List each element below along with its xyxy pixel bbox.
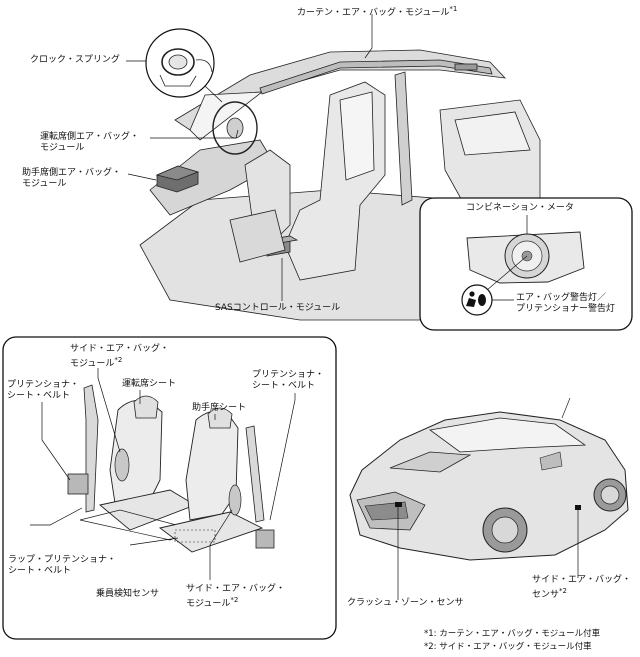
warning-light-line2: プリテンショナー警告灯 [516,304,616,314]
combination-meter-inset [419,197,633,331]
footnote-1-text: *1: カーテン・エア・バッグ・モジュール付車 [424,629,601,639]
occupant-sensor-text: 乗員検知センサ [96,589,160,599]
seats-inset [2,336,337,640]
footnote-2: *2: サイド・エア・バッグ・モジュール付車 [424,642,592,653]
side-airbag-top-line1: サイド・エア・バッグ・ [70,344,170,354]
curtain-airbag-label: カーテン・エア・バッグ・モジュール*1 [297,4,457,19]
side-sensor-label: サイド・エア・バッグ・ センサ*2 [532,575,631,601]
passenger-airbag-line2: モジュール [22,179,67,189]
side-sensor-line2: センサ [532,590,560,600]
side-airbag-bottom-mark: *2 [230,596,239,604]
side-airbag-top-mark: *2 [114,356,123,364]
warning-light-line1: エア・バッグ警告灯／ [516,293,607,303]
curtain-airbag-mark: *1 [449,5,458,13]
side-airbag-bottom-line2: モジュール [186,599,231,609]
clock-spring-inset [145,28,223,103]
sas-module-label: SASコントロール・モジュール [215,303,340,314]
driver-seat-label: 運転席シート [122,379,176,390]
pretensioner-right-line1: プリテンショナ・ [252,370,325,380]
passenger-seat-text: 助手席シート [192,403,247,413]
top-leader-lines [126,14,373,301]
pretensioner-left-line2: シート・ベルト [7,391,71,401]
exterior-car-illustration [349,397,629,600]
side-airbag-top-label: サイド・エア・バッグ・ モジュール*2 [70,344,169,370]
passenger-seat-label: 助手席シート [192,403,246,414]
driver-seat-text: 運転席シート [122,379,177,389]
pretensioner-left-line1: プリテンショナ・ [7,380,80,390]
pretensioner-left-label: プリテンショナ・ シート・ベルト [7,380,79,402]
warning-light-label: エア・バッグ警告灯／ プリテンショナー警告灯 [516,293,615,315]
side-airbag-bottom-label: サイド・エア・バッグ・ モジュール*2 [186,584,285,610]
pretensioner-right-label: プリテンショナ・ シート・ベルト [252,370,324,392]
passenger-airbag-label: 助手席側エア・バッグ・ モジュール [22,168,121,190]
driver-airbag-line1: 運転席側エア・バッグ・ [40,132,140,142]
occupant-sensor-label: 乗員検知センサ [96,589,159,600]
lap-pretensioner-label: ラップ・プリテンショナ・ シート・ベルト [8,555,116,577]
lap-pretensioner-line2: シート・ベルト [8,566,72,576]
combination-meter-label: コンビネーション・メータ [466,203,574,214]
crash-zone-sensor-text: クラッシュ・ゾーン・センサ [347,598,464,608]
footnote-2-text: *2: サイド・エア・バッグ・モジュール付車 [424,642,592,652]
pretensioner-right-line2: シート・ベルト [252,381,316,391]
sas-module-text: SASコントロール・モジュール [215,303,341,313]
crash-zone-sensor-label: クラッシュ・ゾーン・センサ [347,598,464,609]
driver-airbag-line2: モジュール [40,143,85,153]
side-sensor-line1: サイド・エア・バッグ・ [532,575,632,585]
side-sensor-mark: *2 [559,587,567,595]
passenger-airbag-line1: 助手席側エア・バッグ・ [22,168,122,178]
combination-meter-text: コンビネーション・メータ [466,203,574,213]
side-airbag-bottom-line1: サイド・エア・バッグ・ [186,584,286,594]
side-airbag-top-line2: モジュール [70,359,115,369]
clock-spring-label: クロック・スプリング [30,55,120,66]
footnote-1: *1: カーテン・エア・バッグ・モジュール付車 [424,629,600,640]
clock-spring-text: クロック・スプリング [30,55,120,65]
driver-airbag-label: 運転席側エア・バッグ・ モジュール [40,132,139,154]
lap-pretensioner-line1: ラップ・プリテンショナ・ [8,555,117,565]
curtain-airbag-text: カーテン・エア・バッグ・モジュール [297,8,450,18]
